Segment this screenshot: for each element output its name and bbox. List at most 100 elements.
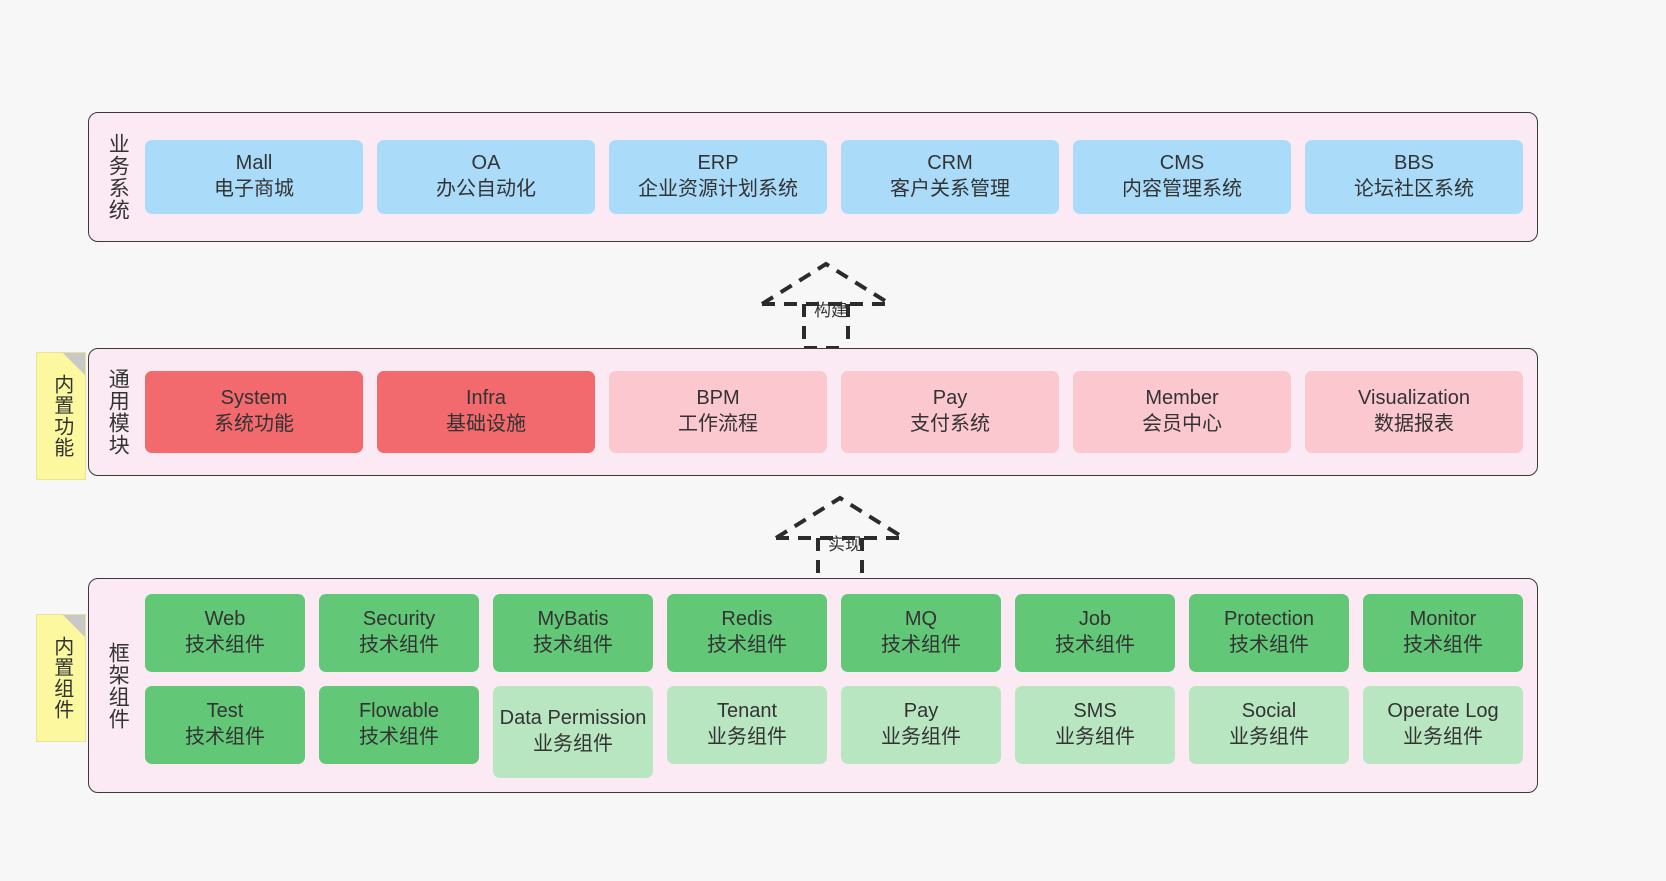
card-subtitle: 内容管理系统	[1122, 178, 1242, 200]
card-sms[interactable]: SMS 业务组件	[1015, 685, 1175, 764]
card-subtitle: 办公自动化	[436, 178, 536, 200]
card-member[interactable]: Member 会员中心	[1073, 371, 1291, 453]
card-subtitle: 技术组件	[185, 633, 265, 656]
card-title: CMS	[1159, 152, 1205, 175]
card-pay-component[interactable]: Pay 业务组件	[841, 685, 1001, 764]
framework-business-row: Test 技术组件 Flowable 技术组件 Data Permission …	[145, 685, 1523, 778]
common-module-row: System 系统功能 Infra 基础设施 BPM 工作流程 Pay 支付系统…	[145, 371, 1523, 453]
card-web[interactable]: Web 技术组件	[145, 593, 305, 672]
card-title: Infra	[465, 387, 507, 410]
note-fold-icon	[63, 353, 85, 375]
card-protection[interactable]: Protection 技术组件	[1189, 593, 1349, 672]
card-title: System	[220, 387, 288, 410]
framework-tech-row: Web 技术组件 Security 技术组件 MyBatis 技术组件 Redi…	[145, 593, 1523, 672]
card-pay-module[interactable]: Pay 支付系统	[841, 371, 1059, 453]
note-fold-icon	[63, 615, 85, 637]
layer-framework-component: 框架组件 Web 技术组件 Security 技术组件 MyBatis 技术组件…	[88, 578, 1538, 793]
card-subtitle: 系统功能	[214, 413, 294, 435]
card-subtitle: 业务组件	[1055, 725, 1135, 748]
card-title: MyBatis	[537, 607, 609, 630]
card-subtitle: 技术组件	[533, 633, 613, 656]
card-mybatis[interactable]: MyBatis 技术组件	[493, 593, 653, 672]
card-title: CRM	[927, 152, 973, 175]
note-builtin-function-text: 内置功能	[50, 374, 73, 458]
card-visualization[interactable]: Visualization 数据报表	[1305, 371, 1523, 453]
card-title: BPM	[696, 387, 740, 410]
card-title: Flowable	[358, 699, 440, 722]
card-job[interactable]: Job 技术组件	[1015, 593, 1175, 672]
card-subtitle: 业务组件	[1229, 725, 1309, 748]
card-operate-log[interactable]: Operate Log 业务组件	[1363, 685, 1523, 764]
card-infra[interactable]: Infra 基础设施	[377, 371, 595, 453]
card-subtitle: 工作流程	[678, 413, 758, 435]
note-builtin-component-text: 内置组件	[50, 636, 73, 720]
card-title: OA	[471, 152, 501, 175]
card-title: Operate Log	[1387, 699, 1499, 722]
card-subtitle: 技术组件	[707, 633, 787, 656]
card-mq[interactable]: MQ 技术组件	[841, 593, 1001, 672]
card-oa[interactable]: OA 办公自动化	[377, 140, 595, 214]
card-security[interactable]: Security 技术组件	[319, 593, 479, 672]
card-title: Tenant	[716, 699, 778, 722]
card-subtitle: 业务组件	[1403, 725, 1483, 748]
card-subtitle: 业务组件	[533, 732, 613, 755]
card-title: BBS	[1393, 152, 1435, 175]
layer-title-business-system: 业务系统	[106, 133, 130, 221]
business-system-row: Mall 电子商城 OA 办公自动化 ERP 企业资源计划系统 CRM 客户关系…	[145, 140, 1523, 214]
note-builtin-component: 内置组件	[36, 614, 86, 742]
card-title: Data Permission	[499, 706, 647, 729]
connector-implement: 实现	[770, 492, 920, 584]
card-title: Job	[1078, 607, 1112, 630]
card-subtitle: 论坛社区系统	[1354, 178, 1474, 200]
build-arrow-icon	[760, 261, 892, 350]
layer-body-common-module: System 系统功能 Infra 基础设施 BPM 工作流程 Pay 支付系统…	[145, 349, 1537, 475]
card-bpm[interactable]: BPM 工作流程	[609, 371, 827, 453]
connector-build: 构建	[756, 258, 906, 350]
card-social[interactable]: Social 业务组件	[1189, 685, 1349, 764]
card-bbs[interactable]: BBS 论坛社区系统	[1305, 140, 1523, 214]
card-title: ERP	[697, 152, 739, 175]
card-crm[interactable]: CRM 客户关系管理	[841, 140, 1059, 214]
card-title: Test	[206, 699, 244, 722]
card-subtitle: 企业资源计划系统	[638, 178, 798, 200]
card-title: Social	[1241, 699, 1297, 722]
card-subtitle: 技术组件	[185, 725, 265, 748]
card-system[interactable]: System 系统功能	[145, 371, 363, 453]
card-title: Visualization	[1358, 387, 1470, 410]
card-title: Pay	[932, 387, 968, 410]
card-title: MQ	[904, 607, 938, 630]
card-test[interactable]: Test 技术组件	[145, 685, 305, 764]
layer-title-framework-component: 框架组件	[106, 641, 130, 730]
card-title: Member	[1145, 387, 1219, 410]
layer-business-system: 业务系统 Mall 电子商城 OA 办公自动化 ERP 企业资源计划系统 CRM…	[88, 112, 1538, 242]
card-title: Monitor	[1409, 607, 1477, 630]
connector-build-label: 构建	[814, 301, 848, 320]
card-title: Redis	[721, 607, 773, 630]
card-subtitle: 支付系统	[910, 413, 990, 435]
connector-implement-label: 实现	[828, 535, 862, 554]
layer-common-module: 通用模块 System 系统功能 Infra 基础设施 BPM 工作流程 Pay…	[88, 348, 1538, 476]
note-builtin-function: 内置功能	[36, 352, 86, 480]
card-data-permission[interactable]: Data Permission 业务组件	[493, 685, 653, 778]
card-subtitle: 电子商城	[214, 178, 294, 200]
card-title: Mall	[235, 152, 273, 175]
card-subtitle: 技术组件	[881, 633, 961, 656]
card-title: Web	[204, 607, 246, 630]
card-flowable[interactable]: Flowable 技术组件	[319, 685, 479, 764]
card-redis[interactable]: Redis 技术组件	[667, 593, 827, 672]
card-subtitle: 数据报表	[1374, 413, 1454, 435]
card-monitor[interactable]: Monitor 技术组件	[1363, 593, 1523, 672]
card-cms[interactable]: CMS 内容管理系统	[1073, 140, 1291, 214]
card-subtitle: 技术组件	[1055, 633, 1135, 656]
card-subtitle: 业务组件	[707, 725, 787, 748]
layer-body-business-system: Mall 电子商城 OA 办公自动化 ERP 企业资源计划系统 CRM 客户关系…	[145, 113, 1537, 241]
card-title: Security	[362, 607, 436, 630]
layer-title-common-module: 通用模块	[106, 368, 130, 456]
card-title: Pay	[903, 699, 939, 722]
card-subtitle: 业务组件	[881, 725, 961, 748]
card-mall[interactable]: Mall 电子商城	[145, 140, 363, 214]
card-tenant[interactable]: Tenant 业务组件	[667, 685, 827, 764]
card-erp[interactable]: ERP 企业资源计划系统	[609, 140, 827, 214]
card-subtitle: 会员中心	[1142, 413, 1222, 435]
card-subtitle: 技术组件	[359, 633, 439, 656]
